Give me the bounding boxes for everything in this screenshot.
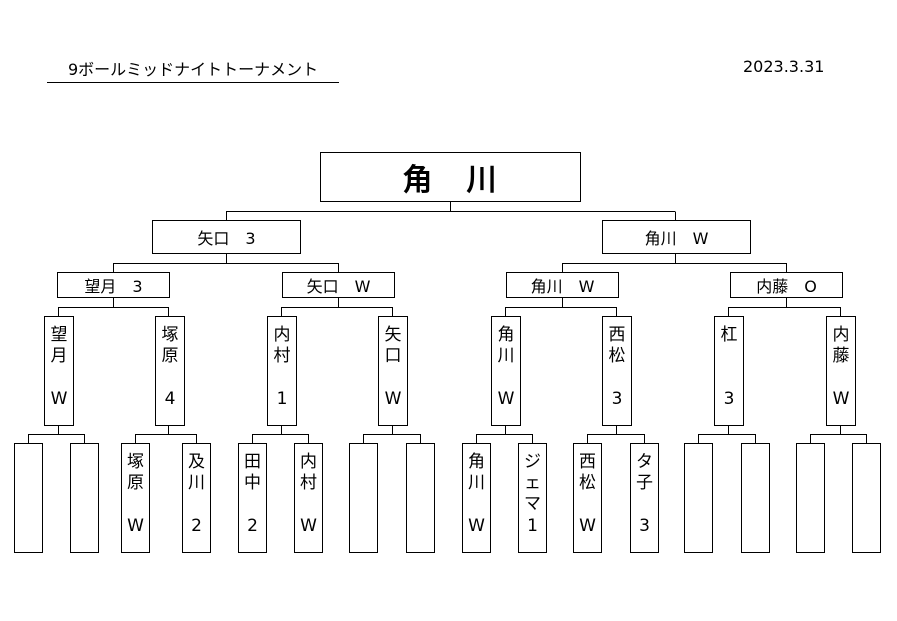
round2-player-box-4: 矢口 W	[378, 316, 408, 426]
quarterfinal-box-1: 望月 3	[57, 272, 170, 298]
round1-player-box-6: 内村 W	[294, 443, 323, 553]
quarterfinal-box-3: 角川 W	[506, 272, 619, 298]
player-name-char: 田	[244, 452, 261, 472]
player-name-char: 川	[497, 346, 515, 366]
player-score: W	[127, 516, 144, 536]
player-name-char: 塚	[161, 325, 179, 345]
player-score: 1	[276, 389, 288, 409]
player-score: 3	[723, 389, 735, 409]
player-score: W	[832, 389, 850, 409]
player-name-char: 矢	[384, 325, 402, 345]
player-name-char: 及	[188, 452, 205, 472]
player-name-char: 村	[273, 346, 291, 366]
round1-player-box-1	[14, 443, 43, 553]
player-name-char: 松	[608, 346, 626, 366]
player-score: W	[384, 389, 402, 409]
tournament-date: 2023.3.31	[743, 57, 825, 76]
player-name: 西松	[579, 452, 596, 494]
tournament-title: 9ボールミッドナイトトーナメント	[68, 60, 319, 79]
round2-player-box-2: 塚原 4	[155, 316, 185, 426]
player-name-char: 川	[468, 473, 485, 493]
player-name-char: 村	[300, 473, 317, 493]
player-name: 西松	[609, 325, 626, 367]
quarterfinal-box-4: 内藤 O	[730, 272, 843, 298]
player-name-char: ェ	[524, 473, 541, 493]
player-name: タ子	[636, 452, 653, 494]
player-score: 4	[164, 389, 176, 409]
player-name-char: 藤	[832, 346, 850, 366]
player-name: 望月	[51, 325, 68, 367]
player-name-char: 杠	[720, 325, 738, 345]
player-name: 矢口	[385, 325, 402, 367]
round2-player-box-5: 角川 W	[491, 316, 521, 426]
player-name: 角川	[498, 325, 515, 367]
player-name-char: 西	[608, 325, 626, 345]
player-score: W	[468, 516, 485, 536]
player-score: 3	[639, 516, 650, 536]
player-name: 内藤	[833, 325, 850, 367]
round1-player-box-13	[684, 443, 713, 553]
round2-player-box-1: 望月 W	[44, 316, 74, 426]
player-name-char: 内	[273, 325, 291, 345]
player-name-char: 松	[579, 473, 596, 493]
player-name: 及川	[188, 452, 205, 494]
round1-player-box-7	[349, 443, 378, 553]
player-name-char: 角	[497, 325, 515, 345]
round1-player-box-12: タ子 3	[630, 443, 659, 553]
round1-player-box-5: 田中 2	[238, 443, 267, 553]
player-name-char: 口	[384, 346, 402, 366]
player-name-char: 内	[832, 325, 850, 345]
round1-player-box-8	[406, 443, 435, 553]
champion-box: 角 川	[320, 152, 581, 202]
semifinal-box-right: 角川 W	[602, 220, 751, 254]
player-name-char: 月	[50, 346, 68, 366]
player-name-char: 原	[127, 473, 144, 493]
player-name: 塚原	[127, 452, 144, 494]
quarterfinal-box-2: 矢口 W	[282, 272, 395, 298]
player-score: 3	[611, 389, 623, 409]
player-name-char: 子	[636, 473, 653, 493]
round1-player-box-9: 角川 W	[462, 443, 491, 553]
player-name-char: ジ	[524, 452, 541, 472]
round1-player-box-3: 塚原 W	[121, 443, 150, 553]
player-name-char: 中	[244, 473, 261, 493]
player-name-char: 川	[188, 473, 205, 493]
player-score: W	[579, 516, 596, 536]
player-score: 1	[527, 516, 538, 536]
round1-player-box-2	[70, 443, 99, 553]
player-name-char: タ	[636, 452, 653, 472]
player-name-char: 角	[468, 452, 485, 472]
player-score: 2	[247, 516, 258, 536]
round2-player-box-6: 西松 3	[602, 316, 632, 426]
player-name: 内村	[300, 452, 317, 494]
player-name-char: 内	[300, 452, 317, 472]
player-name-char: 西	[579, 452, 596, 472]
player-name-char: 望	[50, 325, 68, 345]
player-name: 内村	[274, 325, 291, 367]
player-name: 角川	[468, 452, 485, 494]
player-score: W	[300, 516, 317, 536]
round1-player-box-4: 及川 2	[182, 443, 211, 553]
player-name-char: 塚	[127, 452, 144, 472]
player-name: ジェマ	[524, 452, 541, 515]
player-name: 塚原	[162, 325, 179, 367]
title-underline	[47, 82, 339, 83]
semifinal-box-left: 矢口 3	[152, 220, 301, 254]
player-score: 2	[191, 516, 202, 536]
round2-player-box-3: 内村 1	[267, 316, 297, 426]
round1-player-box-14	[741, 443, 770, 553]
player-name: 田中	[244, 452, 261, 494]
round1-player-box-16	[852, 443, 881, 553]
player-name-char: マ	[524, 494, 541, 514]
player-name-char: 原	[161, 346, 179, 366]
player-score: W	[50, 389, 68, 409]
player-name: 杠	[721, 325, 738, 346]
round2-player-box-8: 内藤 W	[826, 316, 856, 426]
player-score: W	[497, 389, 515, 409]
round1-player-box-15	[796, 443, 825, 553]
round1-player-box-11: 西松 W	[573, 443, 602, 553]
